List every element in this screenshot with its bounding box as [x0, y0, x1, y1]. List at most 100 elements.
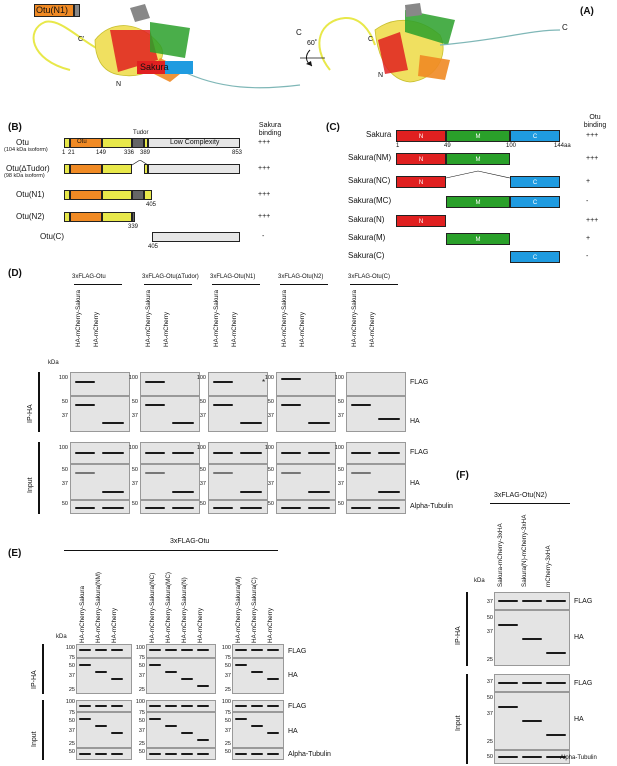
c-row-name: Sakura(NM) [348, 153, 392, 162]
e-band [165, 705, 177, 707]
b-c-start: 405 [148, 244, 159, 250]
b-tick-336: 336 [124, 150, 135, 156]
c-row-binding: - [586, 253, 589, 260]
e-marker: 25 [68, 687, 75, 693]
d-ip-ha-blot [276, 396, 336, 432]
d-band [102, 507, 124, 509]
e-band [197, 685, 209, 687]
e-band [111, 732, 123, 734]
d-band [281, 507, 301, 509]
n-terminus-left: N [116, 81, 122, 88]
e-marker: 37 [224, 673, 231, 679]
d-band [172, 452, 194, 454]
e-band [181, 732, 193, 734]
d-marker: 50 [61, 399, 68, 405]
e-band [95, 725, 107, 727]
panel-e-letter: (E) [8, 548, 22, 559]
d-lane-label: HA-mCherry-Sakura [213, 289, 220, 347]
low-complexity-label: Low Complexity [170, 139, 220, 146]
e-band [111, 678, 123, 680]
e-band [235, 664, 247, 666]
d-band [145, 452, 165, 454]
rotation-label: 60˚ [307, 40, 318, 47]
e-marker: 25 [224, 687, 231, 693]
d-input-bracket [38, 442, 40, 514]
d-marker: 50 [267, 399, 274, 405]
c-terminus-right-inner: C [368, 36, 374, 43]
f-band [498, 682, 518, 684]
e-ip-flag-blot [232, 644, 284, 658]
e-ha-label-ip: HA [288, 672, 298, 679]
e-band [79, 664, 91, 666]
n-terminus-right: N [378, 72, 384, 79]
d-band [378, 507, 400, 509]
d-band [172, 422, 194, 424]
d-input-flag-blot [140, 442, 200, 464]
d-band [213, 404, 233, 406]
d-flag-label-ip: FLAG [410, 379, 429, 386]
d-marker: 100 [334, 445, 344, 451]
c-segment-m: M [446, 233, 510, 245]
e-lane-label: HA-mCherry-Sakura(M) [235, 576, 242, 643]
d-band [351, 507, 371, 509]
e-band [181, 705, 193, 707]
d-tubulin-blot [208, 500, 268, 514]
d-marker: 37 [199, 481, 206, 487]
c-row-name: Sakura(N) [348, 215, 385, 224]
e-band [165, 649, 177, 651]
d-kda-label: kDa [48, 360, 59, 366]
d-marker: 37 [267, 481, 274, 487]
d-band [75, 381, 95, 383]
e-band [149, 718, 161, 720]
d-ip-ha-blot [346, 396, 406, 432]
e-band [197, 753, 209, 755]
f-marker: 50 [486, 615, 493, 621]
f-marker: 37 [486, 679, 493, 685]
panel-a-letter: (A) [580, 6, 594, 17]
e-band [267, 649, 279, 651]
e-marker: 100 [135, 645, 145, 651]
d-band [281, 472, 301, 474]
e-band [197, 705, 209, 707]
d-band [102, 422, 124, 424]
f-marker: 37 [486, 629, 493, 635]
e-marker: 75 [68, 710, 75, 716]
b-row-otu-binding: +++ [258, 139, 271, 146]
c-row-binding: + [586, 178, 591, 185]
d-star: * [262, 378, 266, 387]
e-marker: 50 [138, 749, 145, 755]
d-tubulin-blot [70, 500, 130, 514]
e-band [251, 649, 263, 651]
d-band [281, 452, 301, 454]
e-marker: 100 [135, 699, 145, 705]
e-lane-label: HA-mCherry-Sakura(MC) [165, 571, 172, 643]
e-marker: 75 [138, 710, 145, 716]
sakura-structure-label: Sakura [140, 62, 169, 72]
b-n2-end: 339 [128, 224, 139, 230]
b-row-dtudor-binding: +++ [258, 165, 271, 172]
d-marker: 50 [267, 467, 274, 473]
f-marker: 25 [486, 657, 493, 663]
f-band [498, 600, 518, 602]
f-input-ha-blot [494, 692, 570, 750]
e-band [111, 753, 123, 755]
d-marker: 50 [337, 399, 344, 405]
d-band [145, 381, 165, 383]
e-flag-label-input: FLAG [288, 703, 307, 710]
b-row-dtudor-name: Otu(∆Tudor) [6, 164, 50, 173]
e-band [181, 678, 193, 680]
d-band [213, 472, 233, 474]
b-tick-389: 389 [140, 150, 151, 156]
d-ip-flag-blot [208, 372, 268, 396]
d-group-label: 3xFLAG-Otu(C) [348, 274, 391, 280]
d-band [240, 491, 262, 493]
d-input-flag-blot [346, 442, 406, 464]
f-band [546, 734, 566, 736]
f-input-bracket [466, 674, 468, 764]
d-marker: 100 [58, 375, 68, 381]
f-band [498, 624, 518, 626]
d-input-flag-blot [208, 442, 268, 464]
d-band [102, 452, 124, 454]
b-tick-853: 853 [232, 150, 243, 156]
d-band [378, 491, 400, 493]
